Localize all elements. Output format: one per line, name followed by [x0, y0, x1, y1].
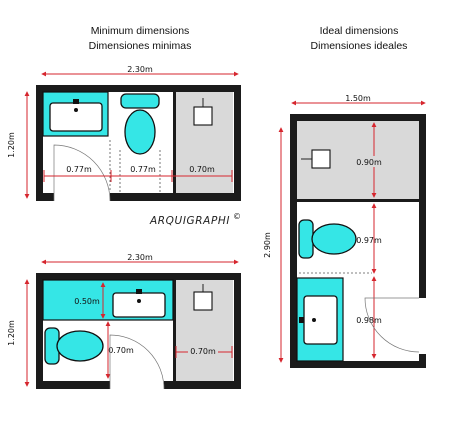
- plan-ideal-door-swing: [364, 297, 420, 353]
- plan-ideal-toilet-bowl: [311, 223, 357, 255]
- plan-bottom-sink-drain-icon: [137, 299, 141, 303]
- plan-bottom-shower-label-bg: [188, 346, 218, 356]
- plan-bottom-wall-bottom-right: [164, 381, 241, 389]
- plan-ideal-wall-right-upper: [419, 114, 426, 298]
- brand-name: ARQUIGRAPHI: [149, 215, 230, 227]
- plan-top-sink-drain-icon: [74, 108, 78, 112]
- plan-top-sink-basin: [49, 102, 103, 132]
- plan-bottom-counter-depth-label: 0.50m: [74, 297, 100, 306]
- plan-bottom-door-swing: [109, 334, 165, 390]
- plan-bottom-width-label: 2.30m: [127, 253, 153, 262]
- plan-top-segment-3: 0.70m: [189, 165, 215, 174]
- plan-ideal-toilet-tank: [298, 219, 314, 259]
- plan-bottom-shower-head-icon: [193, 291, 213, 311]
- plan-top-door-swing: [53, 144, 111, 202]
- plan-bottom-wall-right: [234, 273, 241, 389]
- plan-ideal-toilet-label: 0.97m: [356, 236, 382, 245]
- plan-ideal-shower-label-bg: [356, 156, 386, 167]
- plan-ideal-wall-left: [290, 114, 297, 368]
- plan-bottom-wall-left: [36, 273, 43, 389]
- plan-top-segment-2: 0.77m: [130, 165, 156, 174]
- plan-top-wall-bottom-left: [36, 193, 54, 201]
- brand-copyright-mark: ©: [233, 212, 241, 221]
- plan-ideal-sink-label: 0.98m: [356, 316, 382, 325]
- plan-ideal-wall-bottom: [290, 361, 426, 368]
- plan-top-toilet-tank: [120, 93, 160, 109]
- plan-top-wall-top: [36, 85, 241, 92]
- plan-top-width-label: 2.30m: [127, 65, 153, 74]
- plan-top-toilet-bowl: [124, 109, 156, 155]
- plan-ideal-sink-basin: [303, 295, 338, 345]
- plan-top-shower-head-icon: [193, 106, 213, 126]
- plan-bottom-sink-basin: [112, 292, 166, 318]
- plan-bottom-faucet-icon: [136, 289, 142, 294]
- plan-top-shower-partition: [173, 92, 176, 193]
- plan-ideal-height-label: 2.90m: [263, 232, 272, 258]
- plan-top-seg-bg-3: [186, 164, 216, 174]
- plan-ideal-shower-partition: [297, 199, 419, 202]
- plan-top-wall-left: [36, 85, 43, 201]
- plan-bottom: 2.30m 1.20m 0.50m 0.70m: [7, 253, 241, 390]
- plan-ideal: 1.50m 2.90m 0.90m 0.97m 0.98m: [263, 94, 426, 368]
- plan-bottom-wall-top: [36, 273, 241, 280]
- heading-minimum-en: Minimum dimensions: [91, 25, 190, 37]
- plan-bottom-toilet-clearance-label: 0.70m: [108, 346, 134, 355]
- heading-minimum-es: Dimensiones minimas: [89, 40, 192, 52]
- plan-ideal-shower-head-icon: [311, 149, 331, 169]
- plan-bottom-wall-bottom-left: [36, 381, 110, 389]
- plan-top-wall-bottom-right: [110, 193, 241, 201]
- plan-bottom-toilet-bowl: [56, 330, 104, 362]
- plan-ideal-width-label: 1.50m: [345, 94, 371, 103]
- plan-top-faucet-icon: [73, 99, 79, 104]
- plan-top: 2.30m 1.20m: [7, 65, 241, 202]
- plan-bottom-shower-label: 0.70m: [190, 347, 216, 356]
- plan-top-wall-right: [234, 85, 241, 201]
- plan-top-seg-bg-2: [128, 164, 158, 174]
- plan-ideal-faucet-icon: [299, 317, 304, 323]
- plan-ideal-shower-label: 0.90m: [356, 158, 382, 167]
- plan-ideal-sink-drain-icon: [312, 318, 316, 322]
- plan-top-height-label: 1.20m: [7, 132, 16, 158]
- plan-ideal-wall-top: [290, 114, 426, 121]
- plan-top-seg-bg-1: [64, 164, 94, 174]
- plan-bottom-shower-partition: [173, 280, 176, 381]
- plan-bottom-height-label: 1.20m: [7, 320, 16, 346]
- heading-ideal-es: Dimensiones ideales: [311, 40, 408, 52]
- heading-ideal-en: Ideal dimensions: [320, 25, 399, 37]
- plan-top-segment-1: 0.77m: [66, 165, 92, 174]
